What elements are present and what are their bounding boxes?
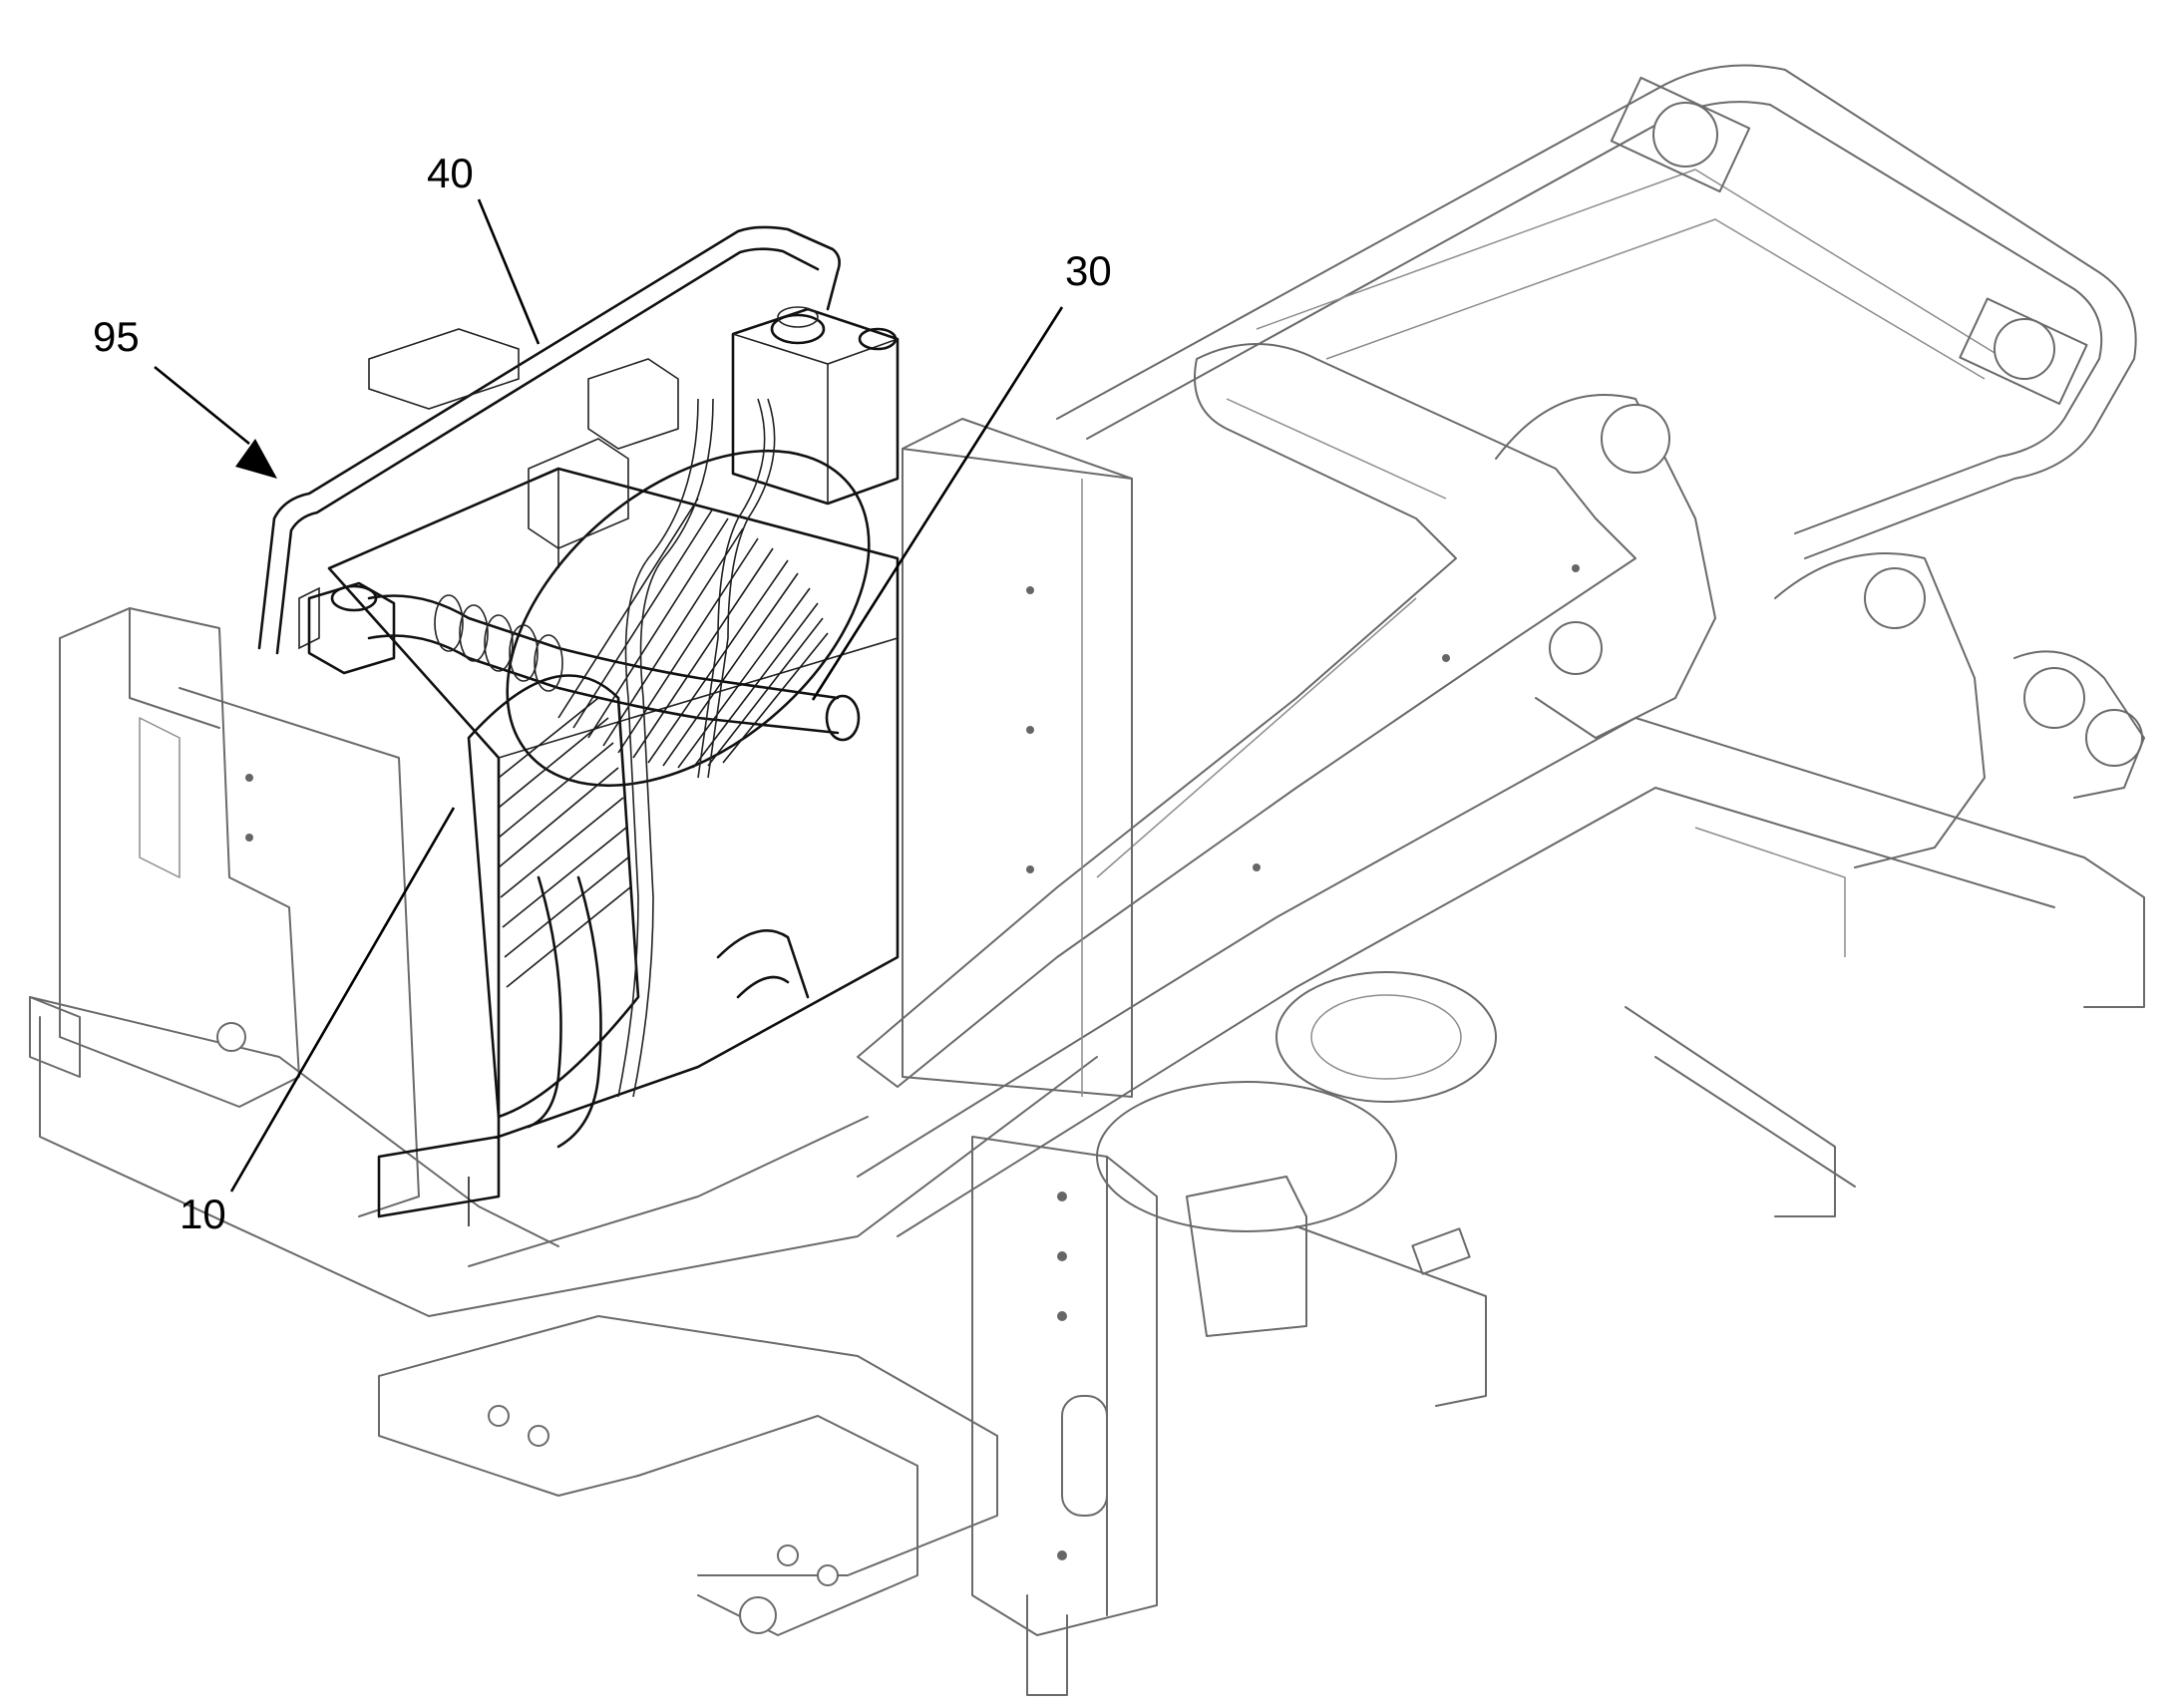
leader-95 — [154, 365, 250, 446]
leader-10 — [229, 807, 456, 1193]
cooling-module — [257, 225, 900, 1226]
ref-label-95: 95 — [93, 313, 140, 360]
leader-40 — [477, 198, 541, 345]
leader-30 — [811, 306, 1064, 701]
leader-lines — [154, 198, 1064, 1193]
lower-fan-grille — [498, 697, 631, 988]
arrowhead-95 — [235, 439, 277, 479]
ref-label-10: 10 — [180, 1191, 226, 1237]
reference-numerals: 95 40 30 10 — [93, 150, 1112, 1237]
ref-label-30: 30 — [1065, 247, 1112, 294]
fan-grille — [557, 498, 829, 769]
ref-label-40: 40 — [427, 150, 474, 196]
chassis-frame — [29, 64, 2145, 1696]
